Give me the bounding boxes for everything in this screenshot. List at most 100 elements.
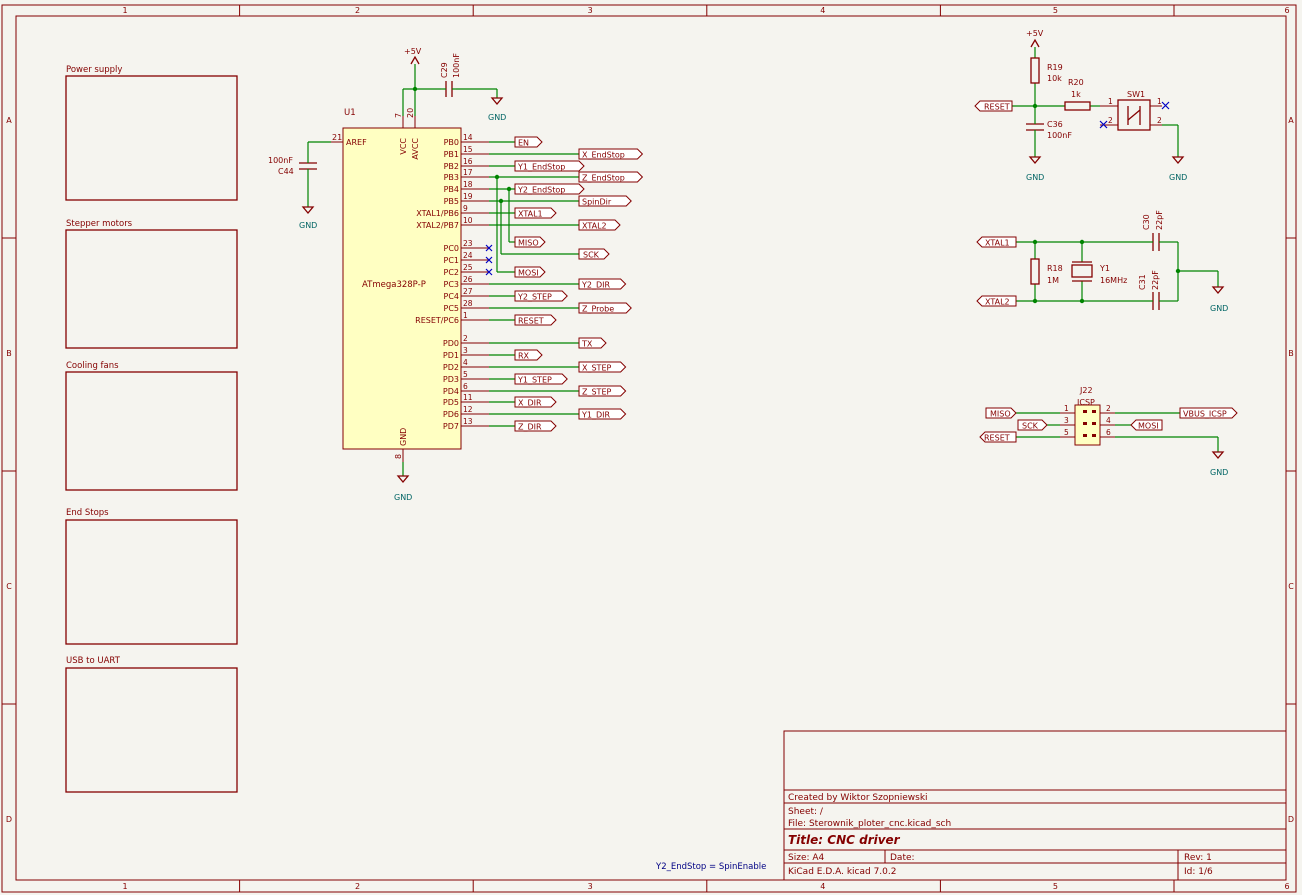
capacitor-c36[interactable]: C36 100nF bbox=[1026, 120, 1072, 140]
net-label-y2-dir[interactable]: Y2_DIR bbox=[578, 278, 627, 290]
net-label-rx[interactable]: RX bbox=[514, 349, 543, 361]
switch-sw1[interactable]: SW1 1 1 2 2 bbox=[1099, 90, 1170, 131]
label-mosi-icsp[interactable]: MOSI bbox=[1130, 419, 1163, 431]
border-row-D-right: D bbox=[1288, 815, 1294, 824]
sheet-cooling-fans[interactable]: Cooling fans bbox=[65, 361, 238, 491]
label-miso-icsp[interactable]: MISO bbox=[985, 407, 1017, 419]
net-label-reset[interactable]: RESET bbox=[514, 314, 557, 326]
net-label-spindir[interactable]: SpinDir bbox=[578, 195, 632, 207]
pin-number: 1 bbox=[463, 311, 468, 320]
net-label-x-step[interactable]: X_STEP bbox=[578, 361, 627, 373]
pin-number: 23 bbox=[463, 239, 473, 248]
svg-text:1: 1 bbox=[1108, 97, 1113, 106]
border-col-4-bottom: 4 bbox=[820, 882, 825, 891]
net-label-y1-endstop[interactable]: Y1_EndStop bbox=[514, 160, 585, 172]
net-label-y2-step[interactable]: Y2_STEP bbox=[514, 290, 568, 302]
net-label-y1-step[interactable]: Y1_STEP bbox=[514, 373, 568, 385]
c44-ref: C44 bbox=[278, 167, 294, 176]
pin-number: 14 bbox=[463, 133, 473, 142]
net-label-x-endstop[interactable]: X_EndStop bbox=[578, 148, 644, 160]
mcu-u1[interactable]: U1 ATmega328P-P VCC AVCC 7 20 AREF 21 GN… bbox=[331, 108, 644, 462]
pin-name-vcc: VCC bbox=[399, 138, 408, 155]
svg-text:16MHz: 16MHz bbox=[1100, 276, 1127, 285]
connector-j22[interactable]: J22 ICSP 1 2 3 4 5 6 bbox=[1060, 386, 1115, 446]
svg-text:6: 6 bbox=[1106, 428, 1111, 437]
svg-text:EN: EN bbox=[518, 139, 529, 148]
sheet-power-supply[interactable]: Power supply bbox=[65, 65, 238, 201]
pin-number: 12 bbox=[463, 405, 473, 414]
sheet-path: Sheet: / bbox=[788, 807, 824, 817]
net-label-x-dir[interactable]: X_DIR bbox=[514, 396, 557, 408]
svg-text:5: 5 bbox=[1064, 428, 1069, 437]
label-reset-left[interactable]: RESET bbox=[974, 100, 1013, 112]
capacitor-c44[interactable]: 100nF C44 bbox=[268, 156, 317, 176]
capacitor-c29[interactable]: C29 100nF bbox=[440, 53, 461, 97]
svg-text:Z_EndStop: Z_EndStop bbox=[582, 174, 625, 183]
c44-value: 100nF bbox=[268, 156, 293, 165]
label-reset-icsp[interactable]: RESET bbox=[979, 431, 1017, 443]
border-col-1-top: 1 bbox=[122, 6, 127, 15]
net-label-z-endstop[interactable]: Z_EndStop bbox=[578, 171, 644, 183]
label-xtal1-crystal[interactable]: XTAL1 bbox=[976, 236, 1017, 248]
pin-name-aref: AREF bbox=[346, 138, 367, 147]
net-label-xtal2[interactable]: XTAL2 bbox=[578, 219, 621, 231]
net-label-z-step[interactable]: Z_STEP bbox=[578, 385, 627, 397]
net-label-y1-dir[interactable]: Y1_DIR bbox=[578, 408, 627, 420]
pin-number: 26 bbox=[463, 275, 473, 284]
pin-name: PB1 bbox=[444, 150, 459, 159]
label-xtal2-crystal[interactable]: XTAL2 bbox=[976, 295, 1017, 307]
resistor-r20[interactable]: R20 1k bbox=[1064, 78, 1091, 111]
crystal-y1[interactable]: Y1 16MHz bbox=[1071, 261, 1127, 285]
net-label-tx[interactable]: TX bbox=[578, 337, 607, 349]
sheet-name: Stepper motors bbox=[66, 219, 133, 229]
net-label-en[interactable]: EN bbox=[514, 136, 543, 148]
sheet-usb-to-uart[interactable]: USB to UART bbox=[65, 656, 238, 793]
label-mosi[interactable]: MOSI bbox=[514, 266, 546, 278]
label-vbus-icsp[interactable]: VBUS_ICSP bbox=[1179, 407, 1238, 419]
label-sck-icsp[interactable]: SCK bbox=[1017, 419, 1048, 431]
label-sck[interactable]: SCK bbox=[578, 248, 610, 260]
pin-number: 11 bbox=[463, 393, 473, 402]
no-connect-marker bbox=[485, 256, 493, 264]
pin-name: PC3 bbox=[444, 280, 460, 289]
sheet-stepper-motors[interactable]: Stepper motors bbox=[65, 219, 238, 349]
label-miso[interactable]: MISO bbox=[514, 236, 546, 248]
svg-text:R20: R20 bbox=[1068, 78, 1084, 87]
resistor-r18[interactable]: R18 1M bbox=[1030, 258, 1063, 285]
svg-text:XTAL1: XTAL1 bbox=[985, 239, 1010, 248]
resistor-r19[interactable]: R19 10k bbox=[1030, 57, 1063, 84]
capacitor-c30[interactable]: C30 22pF bbox=[1142, 210, 1164, 251]
svg-text:Y1_DIR: Y1_DIR bbox=[581, 411, 610, 420]
net-label-z-dir[interactable]: Z_DIR bbox=[514, 420, 557, 432]
mcu-ref: U1 bbox=[344, 108, 356, 118]
net-label-y2-endstop[interactable]: Y2_EndStop bbox=[514, 183, 585, 195]
sheet-end-stops[interactable]: End Stops bbox=[65, 508, 238, 645]
net-label-xtal1[interactable]: XTAL1 bbox=[514, 207, 557, 219]
pin-number: 19 bbox=[463, 192, 473, 201]
net-label-z-probe[interactable]: Z_Probe bbox=[578, 302, 632, 314]
capacitor-c31[interactable]: C31 22pF bbox=[1138, 270, 1162, 310]
